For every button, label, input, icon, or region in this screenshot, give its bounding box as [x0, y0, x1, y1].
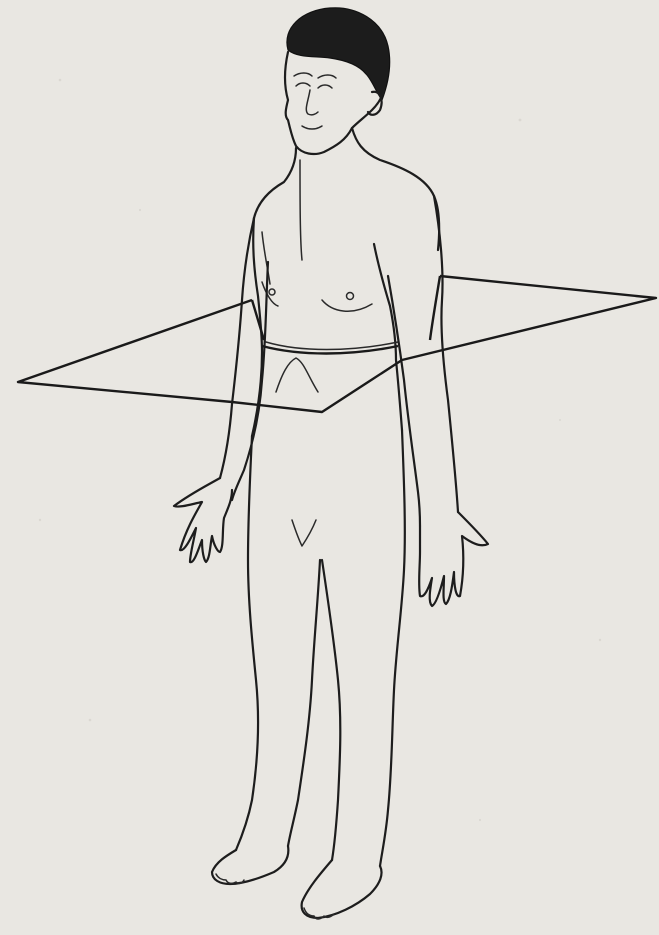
right-leg-outer [380, 430, 405, 866]
right-nipple [347, 293, 354, 300]
right-arm [388, 196, 488, 606]
legs [236, 430, 405, 866]
head [285, 8, 390, 154]
transverse-plane-back [18, 276, 656, 402]
left-foot [212, 846, 288, 884]
paper-texture [39, 79, 601, 821]
right-eye [318, 85, 332, 88]
left-nipple [269, 289, 275, 295]
right-hand [419, 512, 488, 606]
abdomen-arch [276, 358, 318, 392]
left-leg-outer [236, 436, 258, 850]
right-leg-inner [322, 560, 340, 860]
transverse-plane-front [232, 276, 440, 412]
brow [294, 73, 336, 78]
left-hand [174, 478, 232, 562]
right-foot [302, 860, 382, 918]
feet [212, 846, 382, 919]
right-pectoral [322, 300, 372, 311]
torso-midline [300, 160, 302, 260]
plane-body-intersection-sides [252, 276, 440, 340]
chest-line [262, 232, 270, 284]
torso [252, 160, 402, 436]
left-leg-inner [288, 560, 320, 846]
mouth [302, 126, 322, 129]
neck-and-shoulders [254, 128, 439, 250]
groin [292, 520, 316, 546]
left-eye [296, 83, 310, 86]
hair [287, 8, 390, 100]
nose [306, 90, 318, 115]
